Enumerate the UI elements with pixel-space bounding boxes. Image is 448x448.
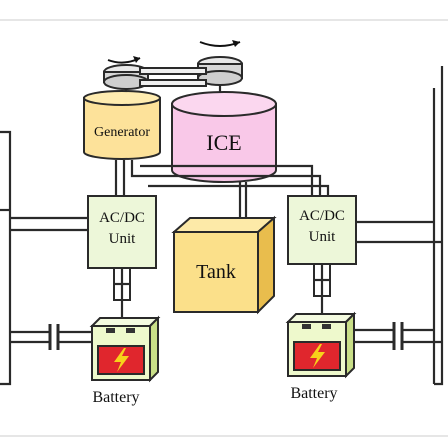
converter-right: AC/DC Unit [287, 195, 357, 265]
battery-right-label: Battery [290, 385, 337, 402]
converter-right-line1: AC/DC [299, 208, 345, 224]
converter-right-line2: Unit [309, 229, 337, 245]
converter-left-line1: AC/DC [99, 210, 145, 226]
battery-left: Battery [89, 315, 161, 406]
bolt-icon [114, 348, 129, 372]
battery-left-label: Battery [92, 389, 139, 406]
generator: Generator [83, 90, 161, 160]
fuel-pipe [238, 182, 248, 218]
converter-left-line2: Unit [109, 231, 137, 247]
right-rail [432, 66, 444, 386]
left-battery-link [113, 267, 131, 318]
tank: Tank [171, 215, 277, 315]
generator-label: Generator [94, 125, 150, 140]
left-capacitor-icon [10, 324, 92, 350]
tank-label: Tank [196, 261, 236, 283]
bolt-icon [310, 344, 325, 368]
right-bus-wires [356, 220, 442, 244]
battery-right: Battery [285, 311, 357, 402]
left-rail [0, 130, 12, 386]
left-bus-wires [10, 216, 88, 232]
right-battery-link [313, 263, 331, 316]
engine: ICE [171, 91, 277, 183]
generator-to-converter-wires [114, 160, 330, 196]
converter-left: AC/DC Unit [87, 195, 157, 269]
engine-label: ICE [206, 130, 241, 155]
right-capacitor-icon [352, 322, 442, 350]
